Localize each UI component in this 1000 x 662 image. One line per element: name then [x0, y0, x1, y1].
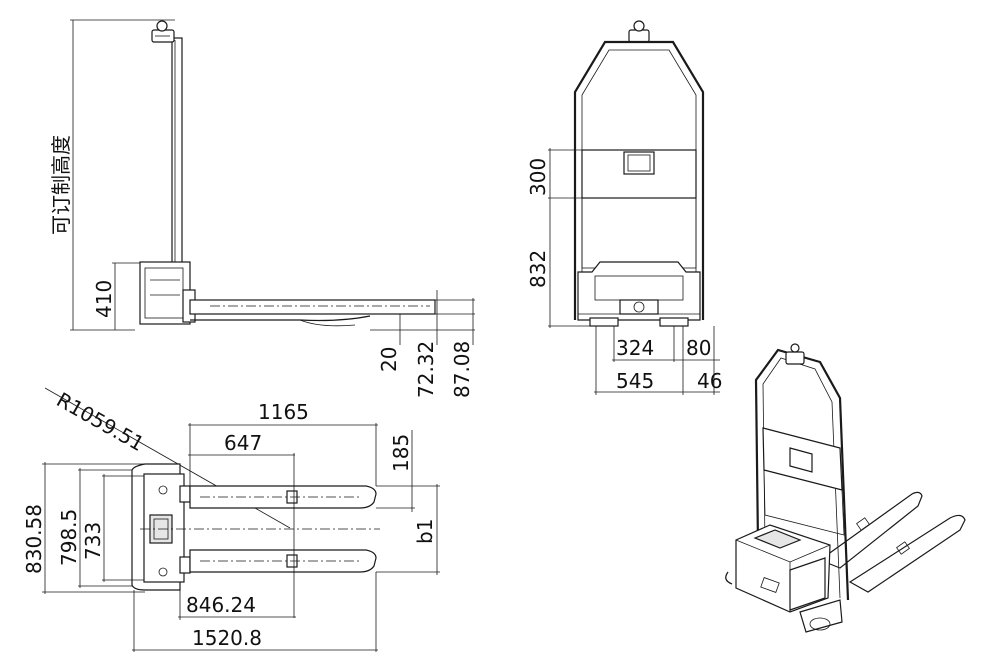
dim-1165: 1165	[258, 400, 309, 424]
dim-80: 80	[686, 336, 711, 360]
dim-410: 410	[92, 280, 116, 318]
dim-324: 324	[616, 336, 654, 360]
dim-1520-8: 1520.8	[192, 626, 262, 650]
dim-545: 545	[616, 369, 654, 393]
dim-300: 300	[526, 158, 550, 196]
dim-733: 733	[81, 522, 105, 560]
dim-46: 46	[697, 369, 722, 393]
dim-846-24: 846.24	[186, 593, 256, 617]
side-view: 可订制高度 410 20 72.32 87.08	[49, 19, 475, 398]
dim-798-5: 798.5	[57, 509, 81, 566]
dim-185: 185	[389, 434, 413, 472]
top-view: R1059.51 1165 647 185 b1	[22, 387, 440, 652]
dim-830-58: 830.58	[22, 504, 46, 574]
dim-b1: b1	[413, 519, 437, 544]
dim-832: 832	[526, 250, 550, 288]
customizable-height-label: 可订制高度	[49, 135, 73, 235]
dim-72-32: 72.32	[414, 341, 438, 398]
front-view: 300 832 324 80 545 46	[526, 20, 722, 395]
dim-20: 20	[377, 347, 401, 372]
isometric-view	[725, 343, 966, 633]
dim-647: 647	[224, 431, 262, 455]
dim-radius: R1059.51	[53, 387, 149, 456]
dim-87-08: 87.08	[450, 341, 474, 398]
